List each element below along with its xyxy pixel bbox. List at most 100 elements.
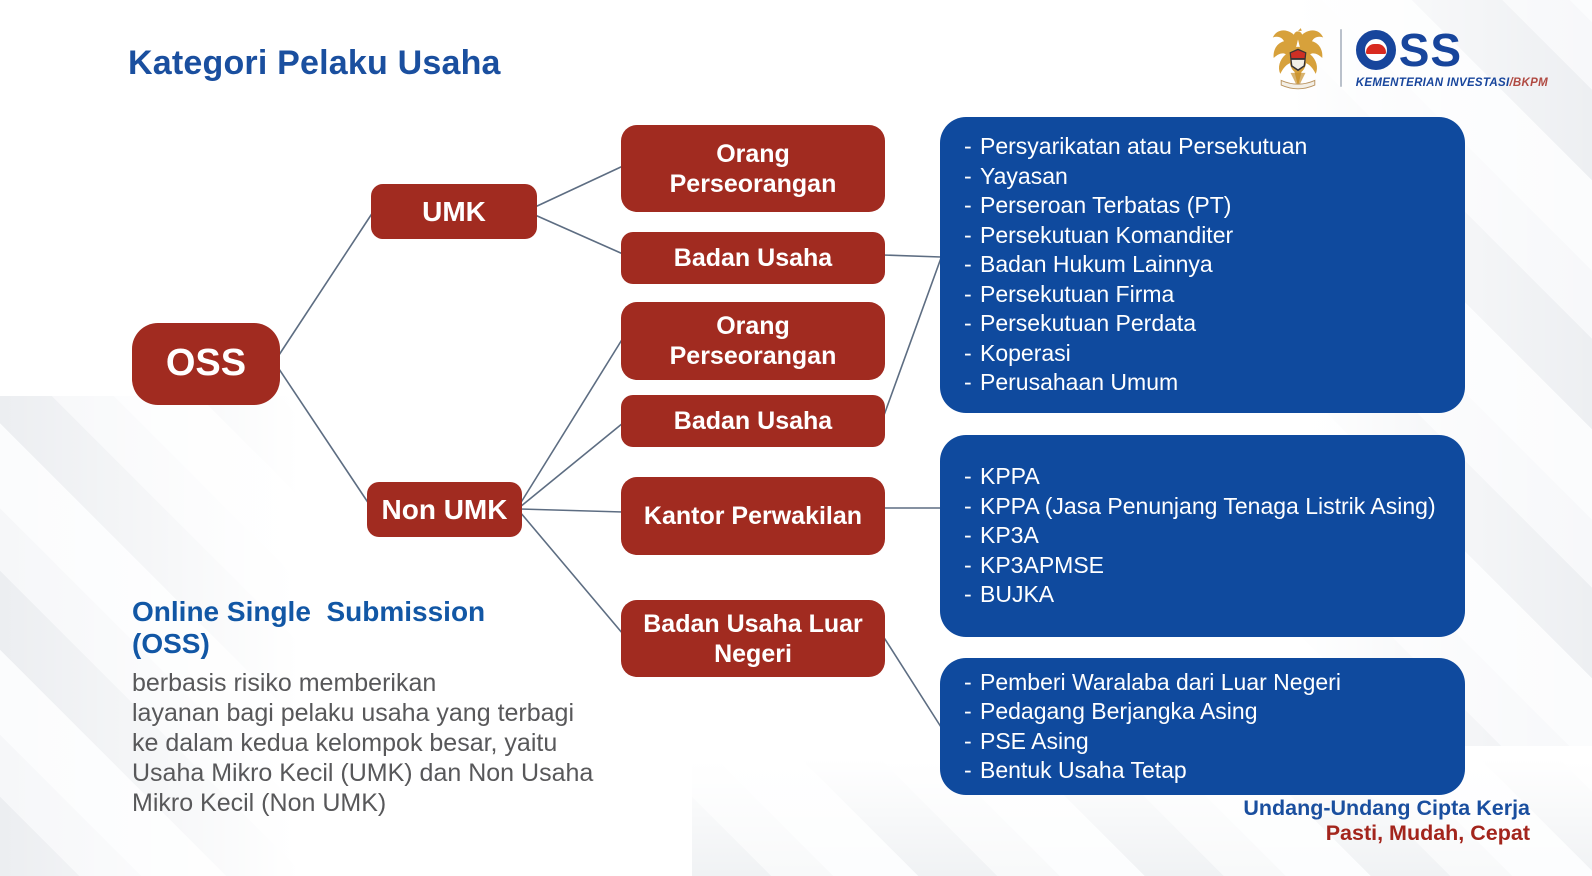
list-item-text: Perusahaan Umum [980, 369, 1179, 396]
oss-logo-o-icon [1355, 30, 1396, 70]
bullet-dash: - [964, 369, 972, 396]
list-item: ke dalam kedua kelompok besar, yaitu [132, 728, 712, 758]
list-item: -KPPA [964, 462, 1441, 492]
garuda-pancasila-icon [1272, 28, 1323, 90]
list-item-text: Yayasan [980, 162, 1068, 189]
bullet-dash: - [964, 668, 972, 695]
node-label: Kantor Perwakilan [643, 502, 863, 530]
bullet-dash: - [964, 551, 972, 578]
node-orang-perseorangan-umk: Orang Perseorangan [621, 125, 885, 212]
bullet-dash: - [964, 221, 972, 248]
list-item: -Persyarikatan atau Persekutuan [964, 132, 1441, 162]
list-box-kantor-perwakilan-types: -KPPA-KPPA (Jasa Penunjang Tenaga Listri… [940, 435, 1465, 637]
bullet-dash: - [964, 162, 972, 189]
node-badan-usaha-non-umk: Badan Usaha [621, 395, 885, 447]
header-logo-group: SS KEMENTERIAN INVESTASI/BKPM [1270, 24, 1548, 92]
node-label: Badan Usaha Luar Negeri [643, 609, 863, 668]
oss-logo: SS KEMENTERIAN INVESTASI/BKPM [1355, 24, 1548, 89]
list-item-text: KP3APMSE [980, 551, 1104, 578]
list-item: -KP3APMSE [964, 551, 1441, 581]
about-section: Online Single Submission (OSS) berbasis … [132, 596, 712, 818]
list-item-text: Persekutuan Firma [980, 280, 1175, 307]
list-item: -Badan Hukum Lainnya [964, 250, 1441, 280]
bullet-dash: - [964, 251, 972, 278]
bullet-dash: - [964, 280, 972, 307]
node-label: Badan Usaha [673, 244, 833, 272]
list-item-text: Usaha Mikro Kecil (UMK) dan Non Usaha [132, 759, 594, 788]
bullet-dash: - [964, 581, 972, 608]
footer-law-title: Undang-Undang Cipta Kerja [1243, 796, 1530, 820]
node-kantor-perwakilan: Kantor Perwakilan [621, 477, 885, 555]
list-item-text: Pemberi Waralaba dari Luar Negeri [980, 668, 1341, 695]
list-item: -Pedagang Berjangka Asing [964, 697, 1441, 727]
ministry-suffix: /BKPM [1509, 77, 1548, 89]
list-item-text: Persekutuan Perdata [980, 310, 1197, 337]
node-orang-perseorangan-non-umk: Orang Perseorangan [621, 302, 885, 380]
list-item-text: Persekutuan Komanditer [980, 221, 1234, 248]
list-item-text: BUJKA [980, 581, 1055, 608]
list-item: Usaha Mikro Kecil (UMK) dan Non Usaha [132, 758, 712, 788]
list-item-text: Persyarikatan atau Persekutuan [980, 133, 1308, 160]
bullet-dash: - [964, 727, 972, 754]
bullet-dash: - [964, 698, 972, 724]
list-item: -Perusahaan Umum [964, 368, 1441, 398]
list-item: -PSE Asing [964, 727, 1441, 757]
bullet-dash: - [964, 463, 972, 490]
oss-logo-red-dome-icon [1365, 44, 1386, 54]
list-box-badan-usaha-luar-negeri-types: -Pemberi Waralaba dari Luar Negeri-Pedag… [940, 658, 1465, 795]
list-item: Mikro Kecil (Non UMK) [132, 788, 712, 818]
about-heading: Online Single Submission (OSS) [132, 596, 486, 660]
list-item: -Persekutuan Perdata [964, 309, 1441, 339]
node-non-umk-label: Non UMK [381, 493, 508, 525]
bullet-dash: - [964, 133, 972, 160]
list-item-text: Pedagang Berjangka Asing [980, 698, 1258, 724]
bullet-dash: - [964, 339, 972, 366]
list-item-text: Mikro Kecil (Non UMK) [132, 789, 387, 818]
list-item-text: KP3A [980, 522, 1039, 549]
list-item-text: layanan bagi pelaku usaha yang terbagi [132, 699, 575, 728]
node-label: Orang Perseorangan [669, 139, 837, 198]
list-item-text: Bentuk Usaha Tetap [980, 757, 1187, 783]
page-title: Kategori Pelaku Usaha [128, 44, 501, 82]
list-item-text: Koperasi [980, 339, 1071, 366]
list-item: -Koperasi [964, 339, 1441, 369]
list-item-text: PSE Asing [980, 727, 1089, 754]
bullet-dash: - [964, 192, 972, 219]
list-item: -KP3A [964, 521, 1441, 551]
list-item: -Pemberi Waralaba dari Luar Negeri [964, 668, 1441, 698]
list-item-text: Badan Hukum Lainnya [980, 251, 1213, 278]
ministry-name: KEMENTERIAN INVESTASI [1355, 77, 1510, 89]
list-item: -Persekutuan Firma [964, 280, 1441, 310]
list-item: -Perseroan Terbatas (PT) [964, 191, 1441, 221]
node-label: Badan Usaha [673, 407, 833, 435]
node-badan-usaha-umk: Badan Usaha [621, 232, 885, 284]
oss-logo-ss-text: SS [1398, 24, 1463, 76]
list-item-text: berbasis risiko memberikan [132, 669, 437, 698]
footer: Undang-Undang Cipta Kerja Pasti, Mudah, … [1243, 796, 1530, 847]
list-item: -Yayasan [964, 162, 1441, 192]
node-non-umk: Non UMK [367, 482, 522, 537]
bullet-dash: - [964, 522, 972, 549]
bullet-dash: - [964, 492, 972, 519]
node-badan-usaha-luar-negeri: Badan Usaha Luar Negeri [621, 600, 885, 677]
node-umk: UMK [371, 184, 537, 239]
list-item: -KPPA (Jasa Penunjang Tenaga Listrik Asi… [964, 492, 1441, 522]
node-umk-label: UMK [422, 195, 486, 227]
footer-tagline: Pasti, Mudah, Cepat [1325, 821, 1530, 846]
ministry-label: KEMENTERIAN INVESTASI/BKPM [1356, 77, 1548, 89]
list-item: layanan bagi pelaku usaha yang terbagi [132, 698, 712, 728]
bullet-dash: - [964, 757, 972, 783]
node-oss-label: OSS [165, 342, 247, 385]
node-label: Orang Perseorangan [669, 312, 837, 370]
list-item: -Bentuk Usaha Tetap [964, 756, 1441, 786]
list-item-text: Perseroan Terbatas (PT) [980, 192, 1232, 219]
oss-logo-letters: SS [1355, 24, 1463, 76]
list-item-text: ke dalam kedua kelompok besar, yaitu [132, 729, 558, 758]
list-item-text: KPPA [980, 463, 1040, 490]
node-oss: OSS [132, 323, 280, 405]
logo-divider [1339, 29, 1342, 87]
list-item-text: KPPA (Jasa Penunjang Tenaga Listrik Asin… [980, 492, 1436, 519]
list-item: berbasis risiko memberikan [132, 668, 712, 698]
